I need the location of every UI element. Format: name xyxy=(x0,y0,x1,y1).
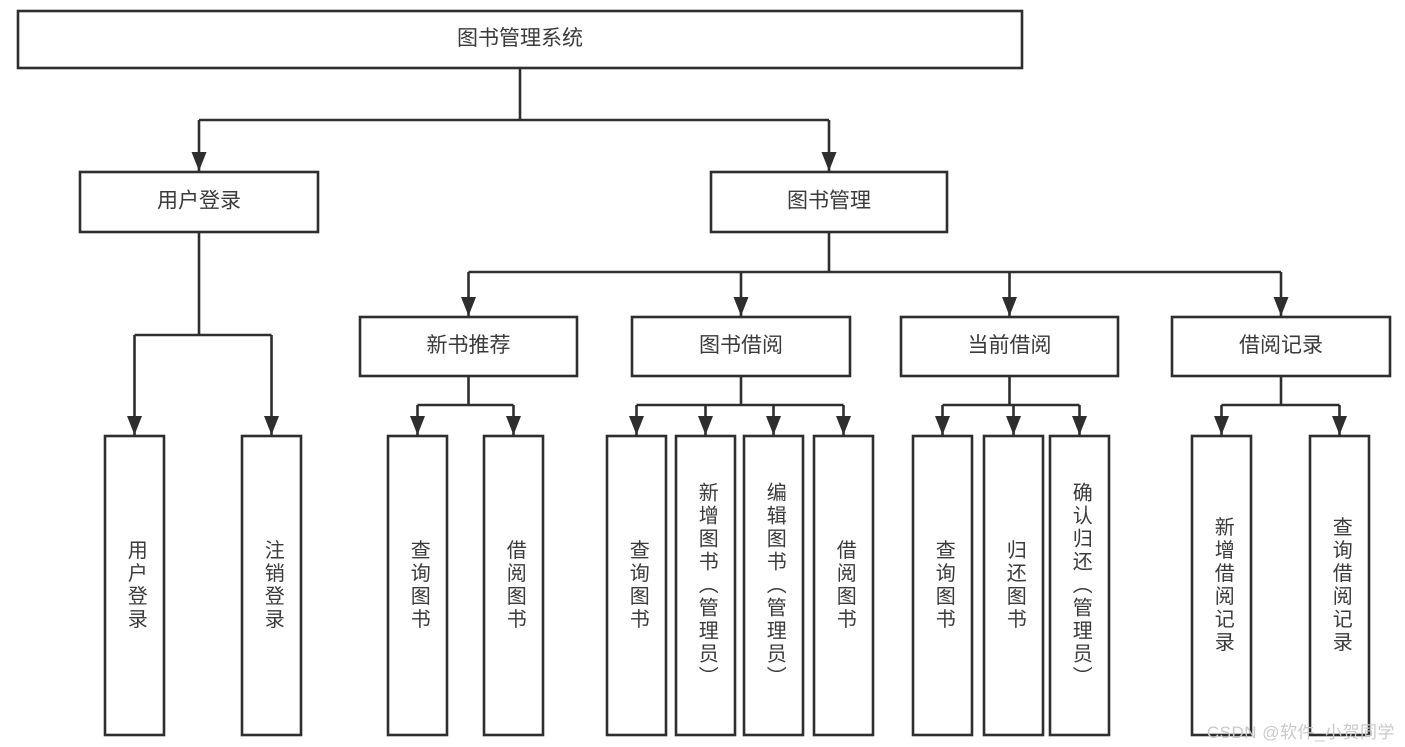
node-box-rec-query-record xyxy=(1308,434,1371,737)
node-rec-query-book[interactable]: 查询图书 xyxy=(386,434,449,737)
node-box-current-borrow xyxy=(899,315,1120,378)
node-box-rec-query-book xyxy=(386,434,449,737)
node-label-user-logout: 注销登录 xyxy=(261,539,284,631)
arrow-head-icon xyxy=(629,416,644,435)
node-label-borrow-add-book: 新增图书（管理员） xyxy=(695,482,718,689)
node-box-cur-confirm-return xyxy=(1048,434,1111,737)
node-box-borrow-add-book xyxy=(674,434,737,737)
node-box-borrow-edit-book xyxy=(742,434,805,737)
arrow-head-icon xyxy=(410,416,425,435)
node-box-borrow-query-book xyxy=(605,434,668,737)
node-layer: 图书管理系统用户登录用户登录注销登录图书管理新书推荐查询图书借阅图书图书借阅查询… xyxy=(16,9,1392,737)
arrow-head-icon xyxy=(264,416,279,435)
node-borrow-lend-book[interactable]: 借阅图书 xyxy=(812,434,875,737)
node-label-rec-query-record: 查询借阅记录 xyxy=(1329,516,1352,654)
node-label-cur-confirm-return: 确认归还（管理员） xyxy=(1069,482,1092,689)
node-label-root: 图书管理系统 xyxy=(457,27,583,50)
node-user-logout[interactable]: 注销登录 xyxy=(240,434,303,737)
node-box-user-login-do xyxy=(103,434,166,737)
node-book-borrow[interactable]: 图书借阅 xyxy=(630,315,852,378)
node-label-borrow-query-book: 查询图书 xyxy=(626,539,649,631)
connector-layer xyxy=(127,68,1347,435)
node-label-new-book-rec: 新书推荐 xyxy=(427,334,511,357)
arrow-head-icon xyxy=(1002,297,1017,316)
arrow-head-icon xyxy=(191,152,207,171)
node-label-user-login: 用户登录 xyxy=(157,190,241,213)
node-rec-add-record[interactable]: 新增借阅记录 xyxy=(1190,434,1253,737)
node-borrow-query-book[interactable]: 查询图书 xyxy=(605,434,668,737)
node-box-cur-return-book xyxy=(982,434,1045,737)
arrow-head-icon xyxy=(1072,416,1087,435)
node-book-manage[interactable]: 图书管理 xyxy=(709,170,949,234)
node-borrow-edit-book[interactable]: 编辑图书（管理员） xyxy=(742,434,805,737)
node-user-login[interactable]: 用户登录 xyxy=(78,170,320,234)
node-borrow-record[interactable]: 借阅记录 xyxy=(1170,315,1392,378)
node-box-rec-borrow-book xyxy=(482,434,545,737)
arrow-head-icon xyxy=(127,416,142,435)
arrow-head-icon xyxy=(1214,416,1229,435)
arrow-head-icon xyxy=(836,416,851,435)
node-box-borrow-record xyxy=(1170,315,1392,378)
node-rec-query-record[interactable]: 查询借阅记录 xyxy=(1308,434,1371,737)
node-label-cur-query-book: 查询图书 xyxy=(932,539,955,631)
arrow-head-icon xyxy=(935,416,950,435)
node-rec-borrow-book[interactable]: 借阅图书 xyxy=(482,434,545,737)
node-label-borrow-record: 借阅记录 xyxy=(1239,334,1323,357)
node-label-rec-add-record: 新增借阅记录 xyxy=(1211,516,1234,654)
arrow-head-icon xyxy=(506,416,521,435)
node-box-user-logout xyxy=(240,434,303,737)
node-box-rec-add-record xyxy=(1190,434,1253,737)
node-cur-confirm-return[interactable]: 确认归还（管理员） xyxy=(1048,434,1111,737)
arrow-head-icon xyxy=(1273,297,1289,316)
node-new-book-rec[interactable]: 新书推荐 xyxy=(358,315,579,378)
node-cur-return-book[interactable]: 归还图书 xyxy=(982,434,1045,737)
node-borrow-add-book[interactable]: 新增图书（管理员） xyxy=(674,434,737,737)
node-box-borrow-lend-book xyxy=(812,434,875,737)
node-box-root xyxy=(16,9,1024,70)
node-box-book-borrow xyxy=(630,315,852,378)
arrow-head-icon xyxy=(733,297,749,316)
node-box-cur-query-book xyxy=(911,434,974,737)
arrow-head-icon xyxy=(461,297,476,316)
arrow-head-icon xyxy=(766,416,781,435)
node-label-rec-query-book: 查询图书 xyxy=(407,539,430,631)
node-label-cur-return-book: 归还图书 xyxy=(1003,539,1026,631)
node-root[interactable]: 图书管理系统 xyxy=(16,9,1024,70)
node-label-book-manage: 图书管理 xyxy=(787,190,871,213)
arrow-head-icon xyxy=(821,152,837,171)
node-label-user-login-do: 用户登录 xyxy=(124,540,147,632)
node-current-borrow[interactable]: 当前借阅 xyxy=(899,315,1120,378)
node-box-new-book-rec xyxy=(358,315,579,378)
node-label-borrow-edit-book: 编辑图书（管理员） xyxy=(763,482,786,689)
node-cur-query-book[interactable]: 查询图书 xyxy=(911,434,974,737)
arrow-head-icon xyxy=(1006,416,1021,435)
arrow-head-icon xyxy=(1332,416,1347,435)
node-label-borrow-lend-book: 借阅图书 xyxy=(833,539,856,631)
node-label-book-borrow: 图书借阅 xyxy=(699,334,783,357)
node-box-user-login xyxy=(78,170,320,234)
node-user-login-do[interactable]: 用户登录 xyxy=(103,434,166,737)
node-box-book-manage xyxy=(709,170,949,234)
node-label-current-borrow: 当前借阅 xyxy=(968,334,1052,357)
node-label-rec-borrow-book: 借阅图书 xyxy=(503,539,526,631)
arrow-head-icon xyxy=(698,416,713,435)
